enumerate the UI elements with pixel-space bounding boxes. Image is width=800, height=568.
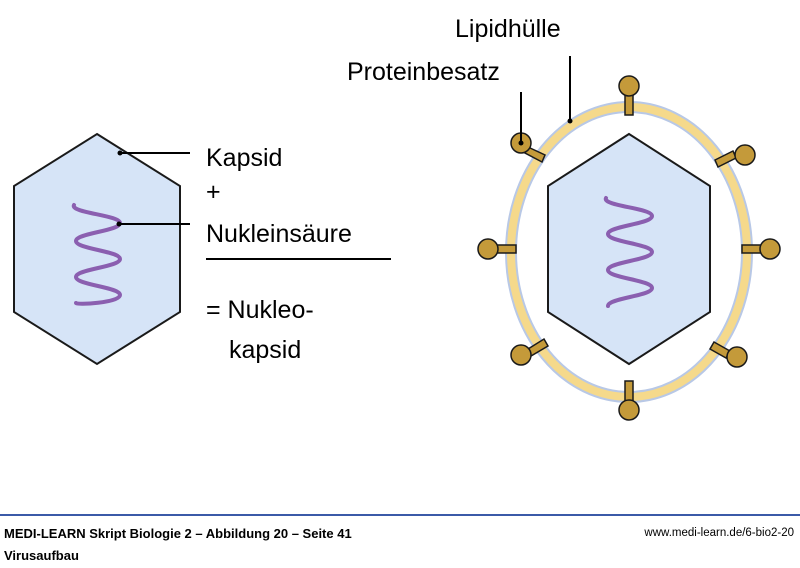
footer-divider <box>0 514 800 516</box>
label-proteinbesatz: Proteinbesatz <box>347 58 500 86</box>
label-equals-nukleo: = Nukleo- <box>206 296 314 324</box>
label-nukleinsaeure: Nukleinsäure <box>206 220 352 248</box>
protein-spikes <box>477 75 781 421</box>
virus-diagram: Kapsid + Nukleinsäure = Nukleo- kapsid <box>13 15 781 421</box>
label-kapsid-2: kapsid <box>229 336 301 364</box>
protein-spike <box>510 337 550 366</box>
kapsid-leader-dot <box>117 150 123 156</box>
protein-spike <box>708 340 748 368</box>
lipidhuelle-leader-dot <box>567 118 573 124</box>
nucleocapsid-figure <box>13 132 181 366</box>
nukleinsaeure-leader-dot <box>116 221 122 227</box>
label-kapsid: Kapsid <box>206 144 282 172</box>
footer-title: MEDI-LEARN Skript Biologie 2 – Abbildung… <box>4 526 352 541</box>
protein-spike <box>618 380 640 421</box>
protein-spike <box>618 75 640 116</box>
proteinbesatz-leader-dot <box>518 140 524 146</box>
protein-spike <box>714 144 756 169</box>
label-plus: + <box>206 178 221 206</box>
protein-spike <box>477 238 517 260</box>
footer-subtitle: Virusaufbau <box>4 548 79 563</box>
footer-url[interactable]: www.medi-learn.de/6-bio2-20 <box>644 527 794 539</box>
nucleic-acid-helix-2 <box>603 196 655 308</box>
enveloped-virus-figure <box>505 101 753 403</box>
protein-spike <box>741 238 781 260</box>
capsid-hexagon-2 <box>547 132 711 366</box>
label-lipidhuelle: Lipidhülle <box>455 15 561 43</box>
